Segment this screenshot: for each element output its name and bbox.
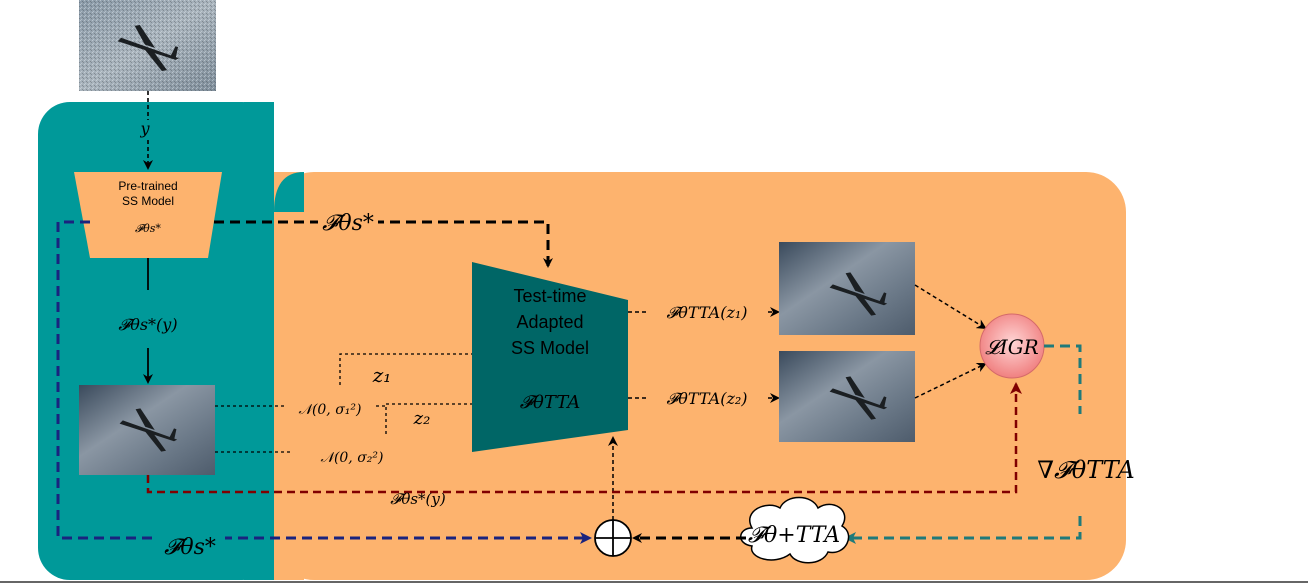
out2-bg bbox=[648, 386, 766, 410]
left-panel-top-fill bbox=[244, 102, 274, 172]
tta-model-block bbox=[472, 262, 628, 452]
loss-to-gradient-line bbox=[1044, 344, 1082, 414]
clean-output-image bbox=[79, 385, 215, 475]
cloud-label: 𝓕θ+TTA bbox=[748, 523, 840, 548]
pretrained-model-block bbox=[74, 172, 222, 258]
gradient-label: ∇𝓕θTTA bbox=[1037, 456, 1134, 484]
output-image-1 bbox=[779, 242, 915, 335]
bottom-symbol: 𝓕θs* bbox=[164, 535, 216, 560]
out1-bg bbox=[648, 300, 766, 324]
gradient-to-cloud-arrow bbox=[844, 516, 1082, 544]
top-symbol: 𝓕θs* bbox=[322, 211, 374, 236]
pretrained-title: Pre-trained bbox=[118, 179, 177, 193]
out1-label: 𝓕θTTA(z₁) bbox=[666, 303, 747, 322]
tta-symbol: 𝓕θTTA bbox=[520, 392, 580, 413]
noisy-input-image bbox=[79, 0, 216, 91]
pretrained-to-combiner-arrow bbox=[56, 220, 592, 544]
top-symbol-bg bbox=[318, 205, 378, 237]
output-to-loss-arrow bbox=[146, 382, 1022, 494]
z1-label: z₁ bbox=[372, 363, 392, 387]
out2-label: 𝓕θTTA(z₂) bbox=[666, 389, 747, 408]
z2-label: z₂ bbox=[413, 408, 431, 429]
tta-line3: SS Model bbox=[511, 338, 589, 358]
y-label: y bbox=[139, 119, 150, 138]
tta-line1: Test-time bbox=[513, 286, 586, 306]
z1-branch-line bbox=[339, 353, 472, 385]
img2-to-loss-arrow bbox=[914, 362, 987, 399]
updated-params-cloud: 𝓕θ+TTA bbox=[740, 496, 850, 564]
right-panel-corner bbox=[274, 172, 304, 212]
output-image-2 bbox=[779, 351, 915, 442]
right-panel-fill bbox=[274, 212, 304, 580]
right-panel bbox=[274, 172, 1126, 580]
pretrained-output-symbol: 𝓕θs*(y) bbox=[118, 315, 177, 334]
y-label-bg bbox=[130, 120, 160, 138]
pretrained-symbol: 𝓕θs* bbox=[135, 222, 161, 235]
pretrained-subtitle: SS Model bbox=[122, 194, 174, 208]
tta-line2: Adapted bbox=[516, 312, 583, 332]
loss-label: 𝓛IGR bbox=[985, 335, 1038, 359]
noise2-label: 𝒩(0, σ₂²) bbox=[321, 450, 384, 466]
noise1-label: 𝒩(0, σ₁²) bbox=[299, 402, 362, 418]
combiner-node bbox=[594, 519, 632, 557]
bottom-symbol-bg bbox=[155, 528, 225, 562]
bottom-red-label: 𝓕θs*(y) bbox=[390, 490, 446, 508]
z2-branch-line bbox=[385, 403, 472, 434]
